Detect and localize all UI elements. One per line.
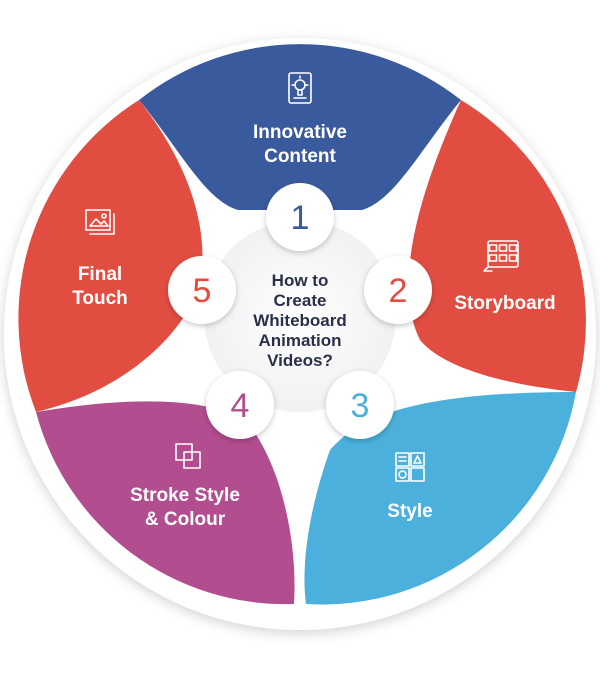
layers-icon (175, 443, 201, 469)
step-badge-1: 1 (266, 183, 334, 251)
center-title: How to Create Whiteboard Animation Video… (253, 271, 347, 370)
step-badge-5: 5 (168, 256, 236, 324)
step-number: 5 (193, 272, 212, 310)
step-number: 2 (389, 272, 408, 310)
step-number: 4 (231, 387, 250, 425)
center-title-line: How to (272, 271, 329, 290)
segment-5 (18, 100, 203, 412)
step-label: Innovative (253, 122, 347, 143)
center-hub (204, 220, 396, 412)
center-title-line: Whiteboard (253, 311, 347, 330)
segments (18, 44, 586, 605)
segment-4 (36, 401, 295, 605)
icons (85, 72, 519, 482)
step-number: 1 (291, 199, 310, 237)
segment-3 (304, 392, 576, 605)
step-number: 3 (351, 387, 370, 425)
step-badge-4: 4 (206, 371, 274, 439)
image-gallery-icon (85, 209, 115, 235)
center-title-line: Animation (258, 331, 341, 350)
step-label: Content (264, 146, 336, 167)
step-badge-3: 3 (326, 371, 394, 439)
step-label: Storyboard (454, 293, 555, 314)
step-badge-circle (326, 371, 394, 439)
style-grid-icon (395, 452, 425, 482)
lightbulb-document-icon (288, 72, 312, 104)
step-label: Stroke Style (130, 485, 240, 506)
center-title-line: Create (274, 291, 327, 310)
number-badges: 1 2 3 4 5 (168, 183, 432, 439)
step-label: Final (78, 264, 122, 285)
step-badge-circle (168, 256, 236, 324)
step-badge-circle (206, 371, 274, 439)
step-badge-circle (266, 183, 334, 251)
step-badge-2: 2 (364, 256, 432, 324)
step-label: Style (387, 501, 432, 522)
step-label: & Colour (145, 509, 226, 530)
center-title-line: Videos? (267, 351, 333, 370)
step-label: Touch (72, 288, 128, 309)
storyboard-icon (483, 240, 519, 272)
segment-1 (139, 44, 461, 210)
step-badge-circle (364, 256, 432, 324)
